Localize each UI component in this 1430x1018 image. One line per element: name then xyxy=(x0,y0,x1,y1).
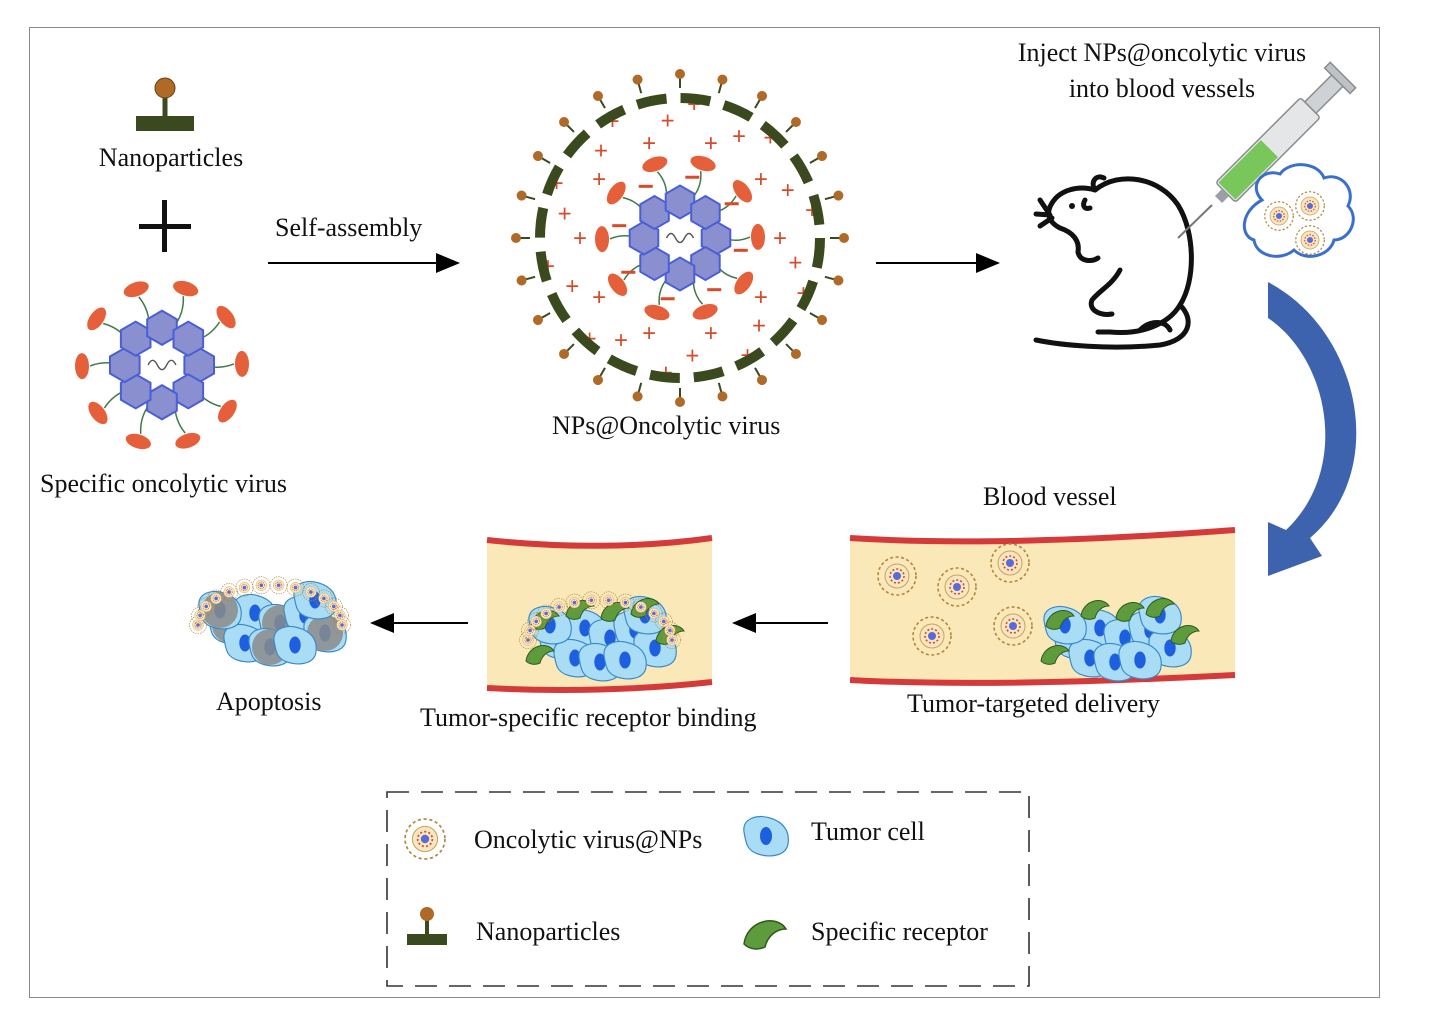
plus-icon xyxy=(139,200,191,252)
svg-text:+: + xyxy=(704,320,718,347)
svg-text:+: + xyxy=(592,284,606,311)
legend-receptor-icon xyxy=(743,920,787,950)
svg-text:+: + xyxy=(732,123,746,150)
curved-blue-arrow xyxy=(1268,282,1357,576)
legend-virus-label: Oncolytic virus@NPs xyxy=(474,825,703,854)
label-inject-line1: Inject NPs@oncolytic virus xyxy=(1017,38,1307,67)
svg-text:+: + xyxy=(642,320,656,347)
svg-text:+: + xyxy=(754,166,768,193)
nps-virus-complex: ++++++++++++++++++++++++++++++ xyxy=(511,69,849,407)
svg-text:+: + xyxy=(565,273,579,300)
svg-text:+: + xyxy=(614,327,628,354)
svg-text:+: + xyxy=(558,200,572,227)
svg-text:+: + xyxy=(642,130,656,157)
label-apoptosis: Apoptosis xyxy=(216,687,322,716)
label-specific-virus: Specific oncolytic virus xyxy=(40,469,287,498)
legend-nanoparticle-icon xyxy=(407,907,447,945)
apoptosis-cluster xyxy=(189,576,351,667)
legend-box xyxy=(386,791,1030,987)
svg-text:+: + xyxy=(788,250,802,277)
label-tumor-targeted: Tumor-targeted delivery xyxy=(907,689,1160,718)
svg-text:+: + xyxy=(752,313,766,340)
label-nanoparticles: Nanoparticles xyxy=(98,143,244,172)
oncolytic-virus-illustration xyxy=(75,280,249,450)
mouse-eye xyxy=(1069,203,1075,209)
legend-virus-icon xyxy=(404,818,446,860)
mouse-illustration xyxy=(1033,174,1194,350)
blood-cloud xyxy=(1243,163,1355,258)
nanoparticle-icon xyxy=(136,77,194,131)
label-self-assembly: Self-assembly xyxy=(275,213,423,242)
svg-text:+: + xyxy=(685,342,699,369)
legend-tumor-cell-icon xyxy=(743,815,789,857)
label-blood-vessel: Blood vessel xyxy=(983,482,1117,511)
label-nps-virus: NPs@Oncolytic virus xyxy=(552,411,781,440)
svg-text:+: + xyxy=(781,177,795,204)
svg-text:+: + xyxy=(704,130,718,157)
legend-nanoparticles-label: Nanoparticles xyxy=(476,917,621,946)
blood-vessel-right xyxy=(849,527,1236,686)
label-inject-line2: into blood vessels xyxy=(1068,74,1256,103)
svg-text:+: + xyxy=(592,166,606,193)
legend-tumor-cell-label: Tumor cell xyxy=(811,817,925,846)
blood-vessel-middle xyxy=(486,535,713,693)
legend-receptor-label: Specific receptor xyxy=(811,917,988,946)
syringe-illustration xyxy=(1177,61,1357,239)
svg-text:+: + xyxy=(573,225,587,252)
svg-text:+: + xyxy=(754,284,768,311)
label-receptor-binding: Tumor-specific receptor binding xyxy=(420,703,757,732)
svg-text:+: + xyxy=(661,108,675,135)
svg-text:+: + xyxy=(773,225,787,252)
svg-text:+: + xyxy=(594,137,608,164)
figure-frame xyxy=(29,27,1380,998)
